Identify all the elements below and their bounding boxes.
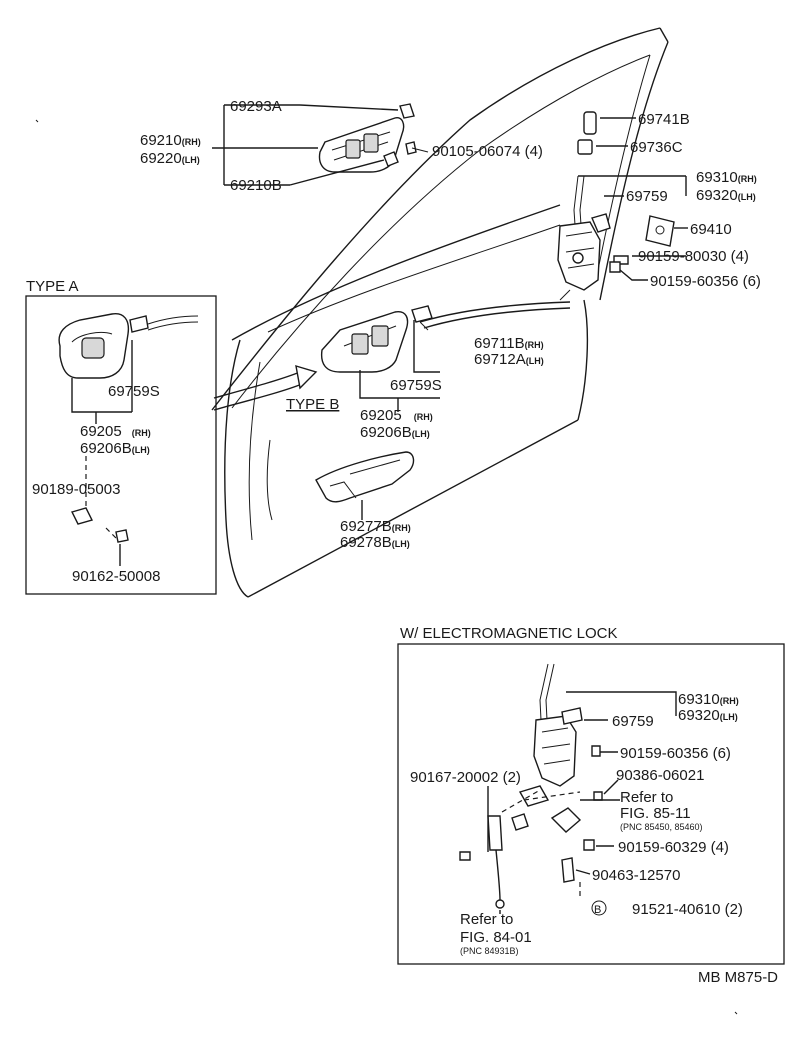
door-frame-outline <box>35 27 738 1015</box>
label-69310-top: 69310(RH) <box>696 169 757 186</box>
label-refer-84-line1: Refer to <box>460 911 513 928</box>
label-emlock: W/ ELECTROMAGNETIC LOCK <box>400 625 618 642</box>
label-69741b: 69741B <box>638 111 690 128</box>
label-type-b: TYPE B <box>286 396 339 413</box>
label-90159-60329: 90159-60329 (4) <box>618 839 729 856</box>
label-69220: 69220(LH) <box>140 150 200 167</box>
part-labels: 69293A 69210(RH) 69220(LH) 69210B 90105-… <box>26 98 778 986</box>
type-a-box <box>25 295 217 595</box>
label-refer-85-line1: Refer to <box>620 789 673 806</box>
label-refer-84-line2: FIG. 84-01 <box>460 929 532 946</box>
label-90386-06021: 90386-06021 <box>616 767 704 784</box>
label-69759s-b: 69759S <box>390 377 442 394</box>
label-69278b: 69278B(LH) <box>340 534 410 551</box>
leader-lines <box>71 104 688 914</box>
label-90463-12570: 90463-12570 <box>592 867 680 884</box>
label-69320-em: 69320(LH) <box>678 707 738 724</box>
type-a-arrow <box>213 365 318 411</box>
armrest-pull-handle <box>315 451 415 503</box>
label-69277b: 69277B(RH) <box>340 518 411 535</box>
label-b-marker: B <box>594 904 601 916</box>
label-refer-85-line2: FIG. 85-11 <box>620 805 691 822</box>
label-90162-50008: 90162-50008 <box>72 568 160 585</box>
label-type-a: TYPE A <box>26 278 79 295</box>
label-69759-top: 69759 <box>626 188 668 205</box>
label-69205-a: 69205(RH) <box>80 423 151 440</box>
label-90189-05003: 90189-05003 <box>32 481 120 498</box>
label-refer-84-pnc: (PNC 84931B) <box>460 946 519 956</box>
inside-handle-top-assembly <box>318 103 417 173</box>
diagram-id: MB M875-D <box>698 969 778 986</box>
label-69410: 69410 <box>690 221 732 238</box>
label-69712a: 69712A(LH) <box>474 351 544 368</box>
label-90159-80030: 90159-80030 (4) <box>638 248 749 265</box>
lock-assembly-top <box>557 111 675 291</box>
label-90105-06074: 90105-06074 (4) <box>432 143 543 160</box>
label-69293a: 69293A <box>230 98 282 115</box>
label-refer-85-pnc: (PNC 85450, 85460) <box>620 822 703 832</box>
inside-handle-type-b <box>320 301 571 373</box>
label-69711b: 69711B(RH) <box>474 335 544 352</box>
label-69210: 69210(RH) <box>140 132 201 149</box>
label-69320-top: 69320(LH) <box>696 187 756 204</box>
label-69206b-a: 69206B(LH) <box>80 440 150 457</box>
label-69206b-b: 69206B(LH) <box>360 424 430 441</box>
label-90159-60356-em: 90159-60356 (6) <box>620 745 731 762</box>
label-90159-60356-top: 90159-60356 (6) <box>650 273 761 290</box>
label-69759s-a: 69759S <box>108 383 160 400</box>
label-91521-40610: 91521-40610 (2) <box>632 901 743 918</box>
label-69310-em: 69310(RH) <box>678 691 739 708</box>
emlock-box <box>397 643 785 965</box>
label-90167-20002: 90167-20002 (2) <box>410 769 521 786</box>
label-69205-b: 69205(RH) <box>360 407 433 424</box>
label-69210b: 69210B <box>230 177 282 194</box>
label-69736c: 69736C <box>630 139 683 156</box>
label-69759-em: 69759 <box>612 713 654 730</box>
